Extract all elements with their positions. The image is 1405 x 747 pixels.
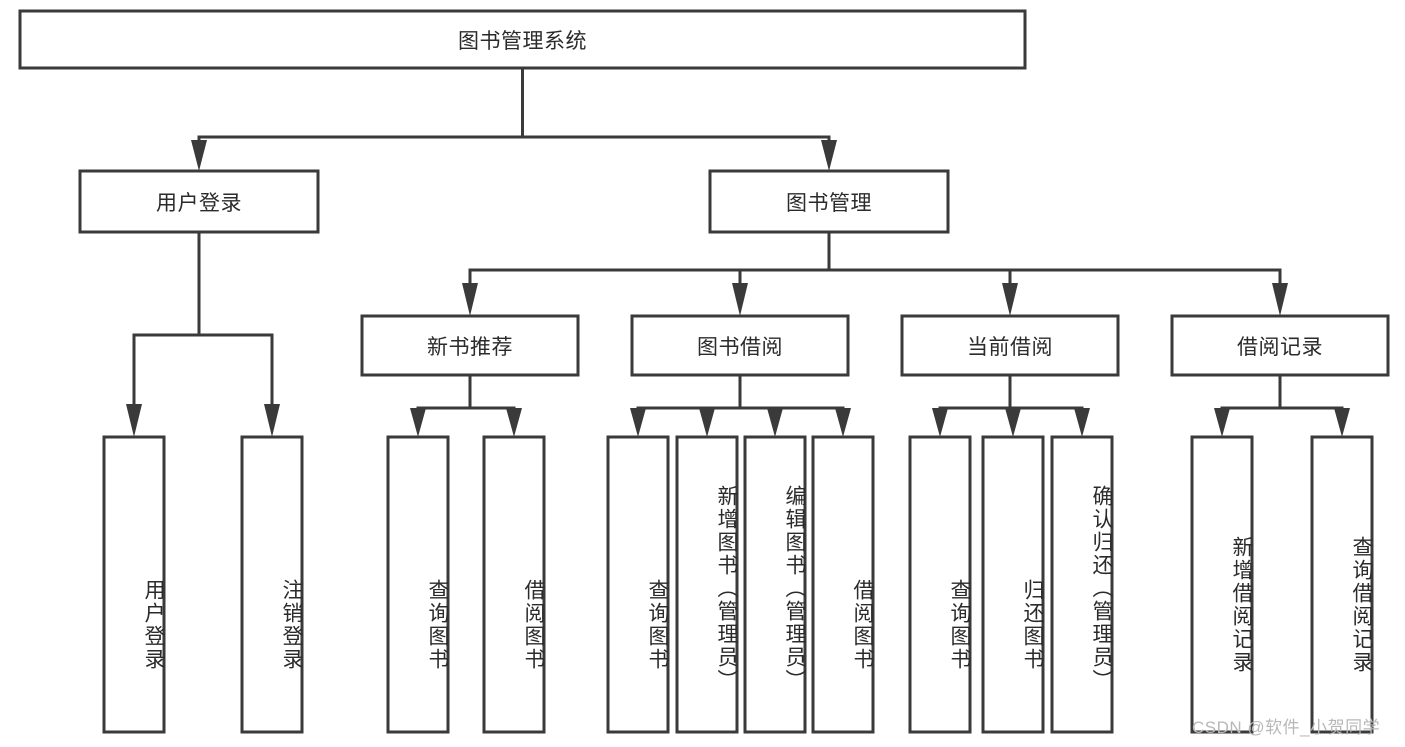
node-box-root[interactable] (18, 9, 1027, 70)
node-box-leaf-borrow-book-recommend[interactable] (482, 435, 546, 734)
node-box-leaf-query-book-recommend[interactable] (386, 435, 450, 734)
arrowhead-leaf-user-logout (264, 404, 280, 437)
arrowhead-new-book-recommend (462, 283, 478, 316)
arrowhead-leaf-borrow-book (835, 408, 851, 437)
arrowhead-current-borrow (1002, 283, 1018, 316)
node-box-leaf-user-logout[interactable] (240, 435, 304, 734)
node-box-leaf-borrow-book[interactable] (811, 435, 875, 734)
node-box-leaf-query-borrow-record[interactable] (1310, 435, 1374, 734)
node-box-leaf-confirm-return-admin[interactable] (1050, 435, 1114, 734)
node-box-leaf-edit-book-admin[interactable] (743, 435, 807, 734)
arrowhead-user-login (191, 140, 207, 171)
node-box-leaf-query-book-current[interactable] (908, 435, 972, 734)
arrowhead-leaf-query-book-recommend (410, 408, 426, 437)
node-box-book-management[interactable] (708, 169, 950, 234)
watermark-text: CSDN @软件_小贺同学 (1192, 718, 1381, 737)
node-box-layer (18, 9, 1390, 734)
node-box-leaf-add-borrow-record[interactable] (1190, 435, 1254, 734)
arrowhead-leaf-query-book-current (932, 408, 948, 437)
connector-layer (126, 66, 1350, 437)
arrowhead-book-borrow (732, 283, 748, 316)
arrowhead-leaf-query-borrow-record (1334, 408, 1350, 437)
arrowhead-leaf-add-book-admin (699, 408, 715, 437)
arrowhead-book-management (821, 140, 837, 171)
arrowhead-leaf-confirm-return-admin (1074, 408, 1090, 437)
arrowhead-leaf-borrow-book-recommend (506, 408, 522, 437)
arrowhead-leaf-user-login (126, 404, 142, 437)
node-box-current-borrow[interactable] (900, 314, 1120, 377)
node-box-leaf-query-book-borrow[interactable] (606, 435, 670, 734)
node-box-leaf-user-login[interactable] (102, 435, 166, 734)
arrowhead-leaf-return-book (1005, 408, 1021, 437)
arrowhead-leaf-add-borrow-record (1214, 408, 1230, 437)
arrowhead-borrow-record (1272, 283, 1288, 316)
node-box-user-login[interactable] (78, 169, 320, 234)
arrowhead-leaf-query-book-borrow (630, 408, 646, 437)
node-box-borrow-record[interactable] (1170, 314, 1390, 377)
arrowhead-leaf-edit-book-admin (767, 408, 783, 437)
node-box-leaf-return-book[interactable] (981, 435, 1045, 734)
node-box-new-book-recommend[interactable] (360, 314, 580, 377)
node-box-leaf-add-book-admin[interactable] (675, 435, 739, 734)
node-box-book-borrow[interactable] (630, 314, 850, 377)
